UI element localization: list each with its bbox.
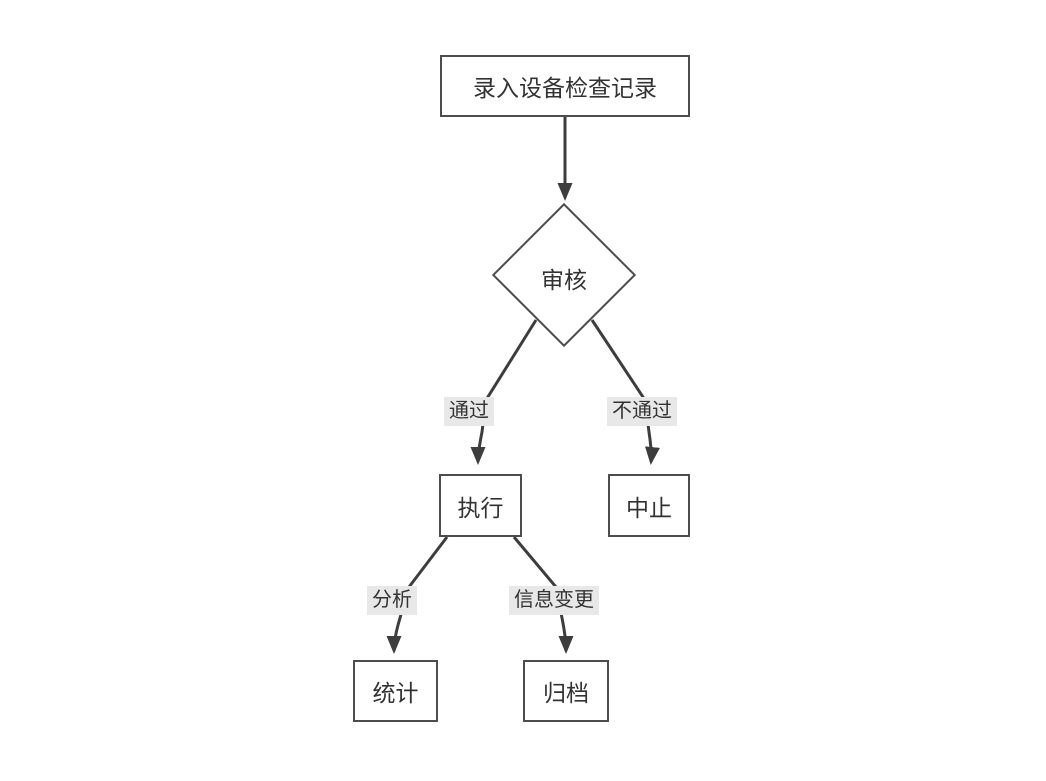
node-archive: 归档 (523, 660, 609, 722)
node-stats-label: 统计 (372, 680, 419, 706)
node-abort: 中止 (608, 474, 690, 537)
edge-review-execute (470, 319, 538, 465)
edge-label-info-change: 信息变更 (509, 586, 599, 615)
node-start-label: 录入设备检查记录 (473, 75, 657, 101)
node-start: 录入设备检查记录 (440, 55, 690, 117)
edge-execute-stats (386, 536, 449, 654)
edge-execute-archive (512, 536, 574, 654)
node-execute: 执行 (439, 474, 522, 537)
edge-label-pass: 通过 (444, 397, 494, 426)
node-stats: 统计 (353, 660, 438, 722)
node-review-label: 审核 (541, 267, 587, 293)
node-archive-label: 归档 (543, 680, 589, 706)
node-abort-label: 中止 (626, 494, 672, 521)
edge-review-abort (590, 319, 660, 465)
node-execute-label: 执行 (457, 494, 504, 521)
edge-label-analyze: 分析 (367, 586, 417, 615)
edge-label-fail: 不通过 (607, 397, 677, 426)
